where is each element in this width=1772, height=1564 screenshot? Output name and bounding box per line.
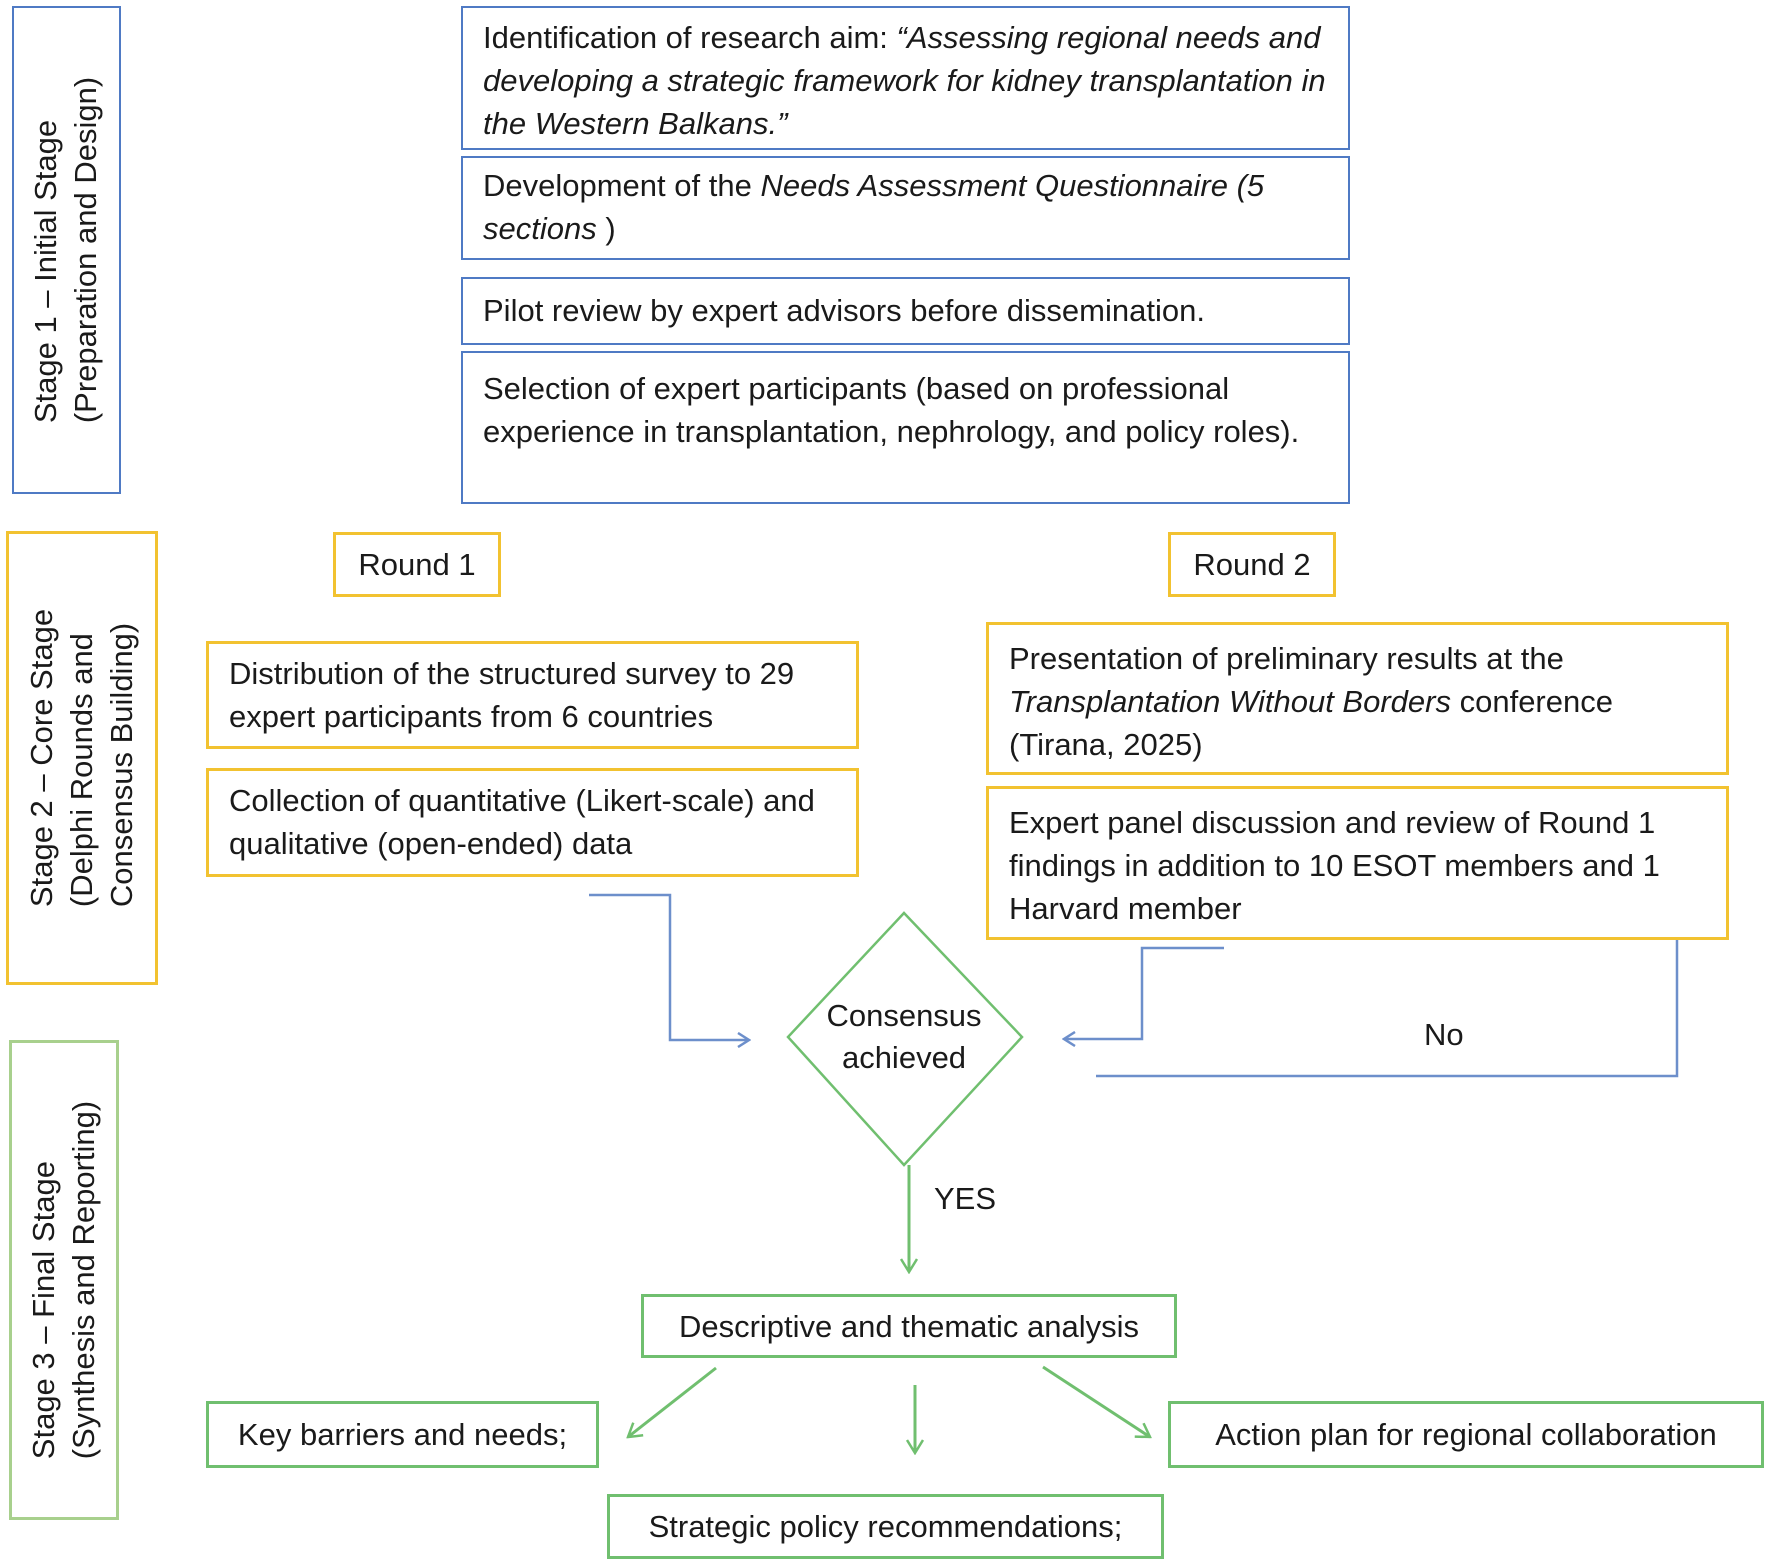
round2-to-decision-arrow [1064, 946, 1224, 1039]
stage3-label-box: Stage 3 – Final Stage (Synthesis and Rep… [9, 1040, 119, 1520]
stage2-label: Stage 2 – Core Stage (Delphi Rounds and … [24, 608, 139, 908]
collection-box: Collection of quantitative (Likert-scale… [206, 768, 859, 877]
round2-label-box: Round 2 [1168, 532, 1336, 597]
analysis-box: Descriptive and thematic analysis [641, 1294, 1177, 1358]
stage2-label-box: Stage 2 – Core Stage (Delphi Rounds and … [6, 531, 158, 985]
stage3-label: Stage 3 – Final Stage (Synthesis and Rep… [26, 1100, 102, 1460]
analysis-to-action-plan-arrow [1042, 1365, 1150, 1437]
no-loop-arrow [1096, 900, 1677, 1078]
analysis-to-barriers-arrow [628, 1366, 717, 1437]
decision-label: Consensus achieved [826, 998, 982, 1075]
yes-label: YES [934, 1181, 997, 1216]
barriers-output-box: Key barriers and needs; [206, 1401, 599, 1468]
round1-label-box: Round 1 [333, 532, 501, 597]
action-plan-output-box: Action plan for regional collaboration [1168, 1401, 1764, 1468]
stage1-label: Stage 1 – Initial Stage (Preparation and… [28, 76, 104, 424]
pilot-review-box: Pilot review by expert advisors before d… [461, 277, 1350, 345]
distribution-box: Distribution of the structured survey to… [206, 641, 859, 749]
no-label: No [1424, 1017, 1464, 1052]
policy-output-box: Strategic policy recommendations; [607, 1494, 1164, 1559]
stage1-label-box: Stage 1 – Initial Stage (Preparation and… [12, 6, 121, 494]
presentation-box: Presentation of preliminary results at t… [986, 622, 1729, 775]
expert-panel-box: Expert panel discussion and review of Ro… [986, 786, 1729, 940]
decision-diamond [786, 911, 1024, 1167]
round1-to-decision-arrow [589, 893, 749, 1040]
participant-selection-box: Selection of expert participants (based … [461, 351, 1350, 504]
research-aim-box: Identification of research aim: “Assessi… [461, 6, 1350, 150]
questionnaire-box: Development of the Needs Assessment Ques… [461, 156, 1350, 260]
